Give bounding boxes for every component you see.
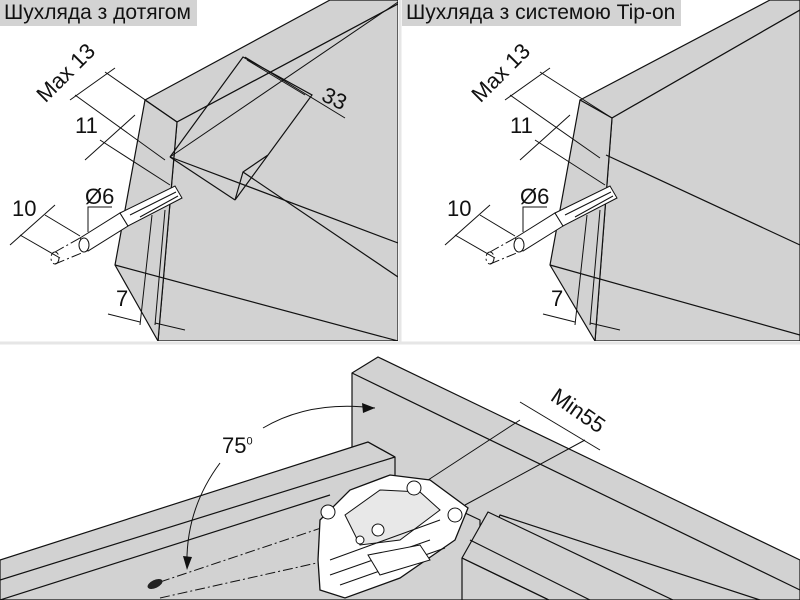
angle-unit: 0	[246, 435, 253, 448]
dim-11-right: 11	[510, 113, 533, 138]
screw-icon	[147, 579, 163, 589]
dim-diameter-right: Ø6	[520, 184, 550, 209]
dim-7-right: 7	[551, 286, 564, 311]
angle-value: 75	[222, 433, 247, 458]
dim-diameter-left: Ø6	[85, 184, 115, 209]
panel-title-tip-on: Шухляда з системою Tip-on	[402, 0, 682, 26]
left-panel-board	[9, 0, 398, 341]
drill-bit-right	[485, 185, 618, 265]
soft-close-mechanism	[317, 474, 469, 599]
dim-10-right: 10	[447, 196, 472, 221]
dim-7-left: 7	[116, 286, 129, 311]
right-panel-board	[444, 0, 800, 341]
angle-arrowhead-bottom	[183, 556, 192, 570]
left-dimension-lines	[9, 56, 346, 331]
angle-label: 750	[222, 435, 253, 457]
panel-title-soft-close: Шухляда з дотягом	[0, 0, 197, 26]
dim-10-left: 10	[12, 196, 37, 221]
angle-arrowhead-top	[362, 403, 375, 413]
dim-11-left: 11	[75, 113, 98, 138]
right-dimension-lines	[444, 67, 621, 331]
